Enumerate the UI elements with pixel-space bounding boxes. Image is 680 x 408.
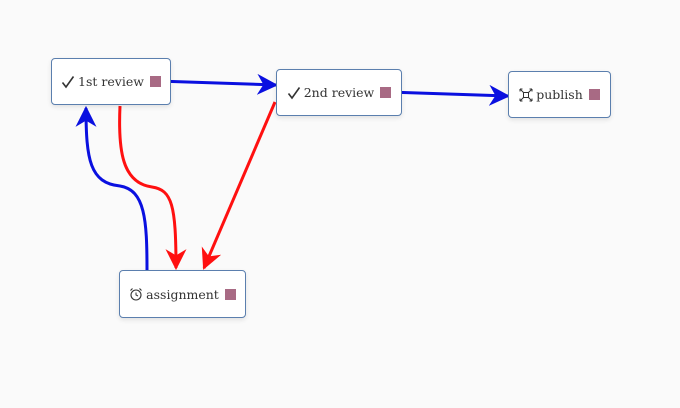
node-publish[interactable]: publish	[508, 71, 611, 118]
node-label: publish	[536, 87, 583, 102]
status-indicator	[380, 87, 392, 98]
edge-review1-to-review2[interactable]	[156, 73, 279, 95]
node-label: assignment	[146, 286, 219, 302]
alarm-clock-icon	[129, 287, 143, 301]
node-label: 1st review	[78, 74, 144, 89]
check-icon	[287, 86, 301, 100]
node-label: 2nd review	[303, 85, 375, 100]
node-assignment[interactable]: assignment	[119, 270, 246, 318]
edge-review1-to-assignment[interactable]	[118, 105, 187, 271]
node-2nd-review[interactable]: 2nd review	[276, 69, 402, 116]
edge-assignment-to-review1[interactable]	[75, 105, 149, 271]
status-indicator	[588, 89, 600, 100]
check-icon	[61, 75, 75, 89]
node-1st-review[interactable]: 1st review	[51, 58, 171, 105]
status-indicator	[224, 288, 236, 300]
expand-icon	[519, 88, 533, 102]
status-indicator	[149, 76, 161, 87]
edge-review2-to-publish[interactable]	[387, 84, 511, 106]
edge-review2-to-assignment[interactable]	[201, 101, 277, 270]
